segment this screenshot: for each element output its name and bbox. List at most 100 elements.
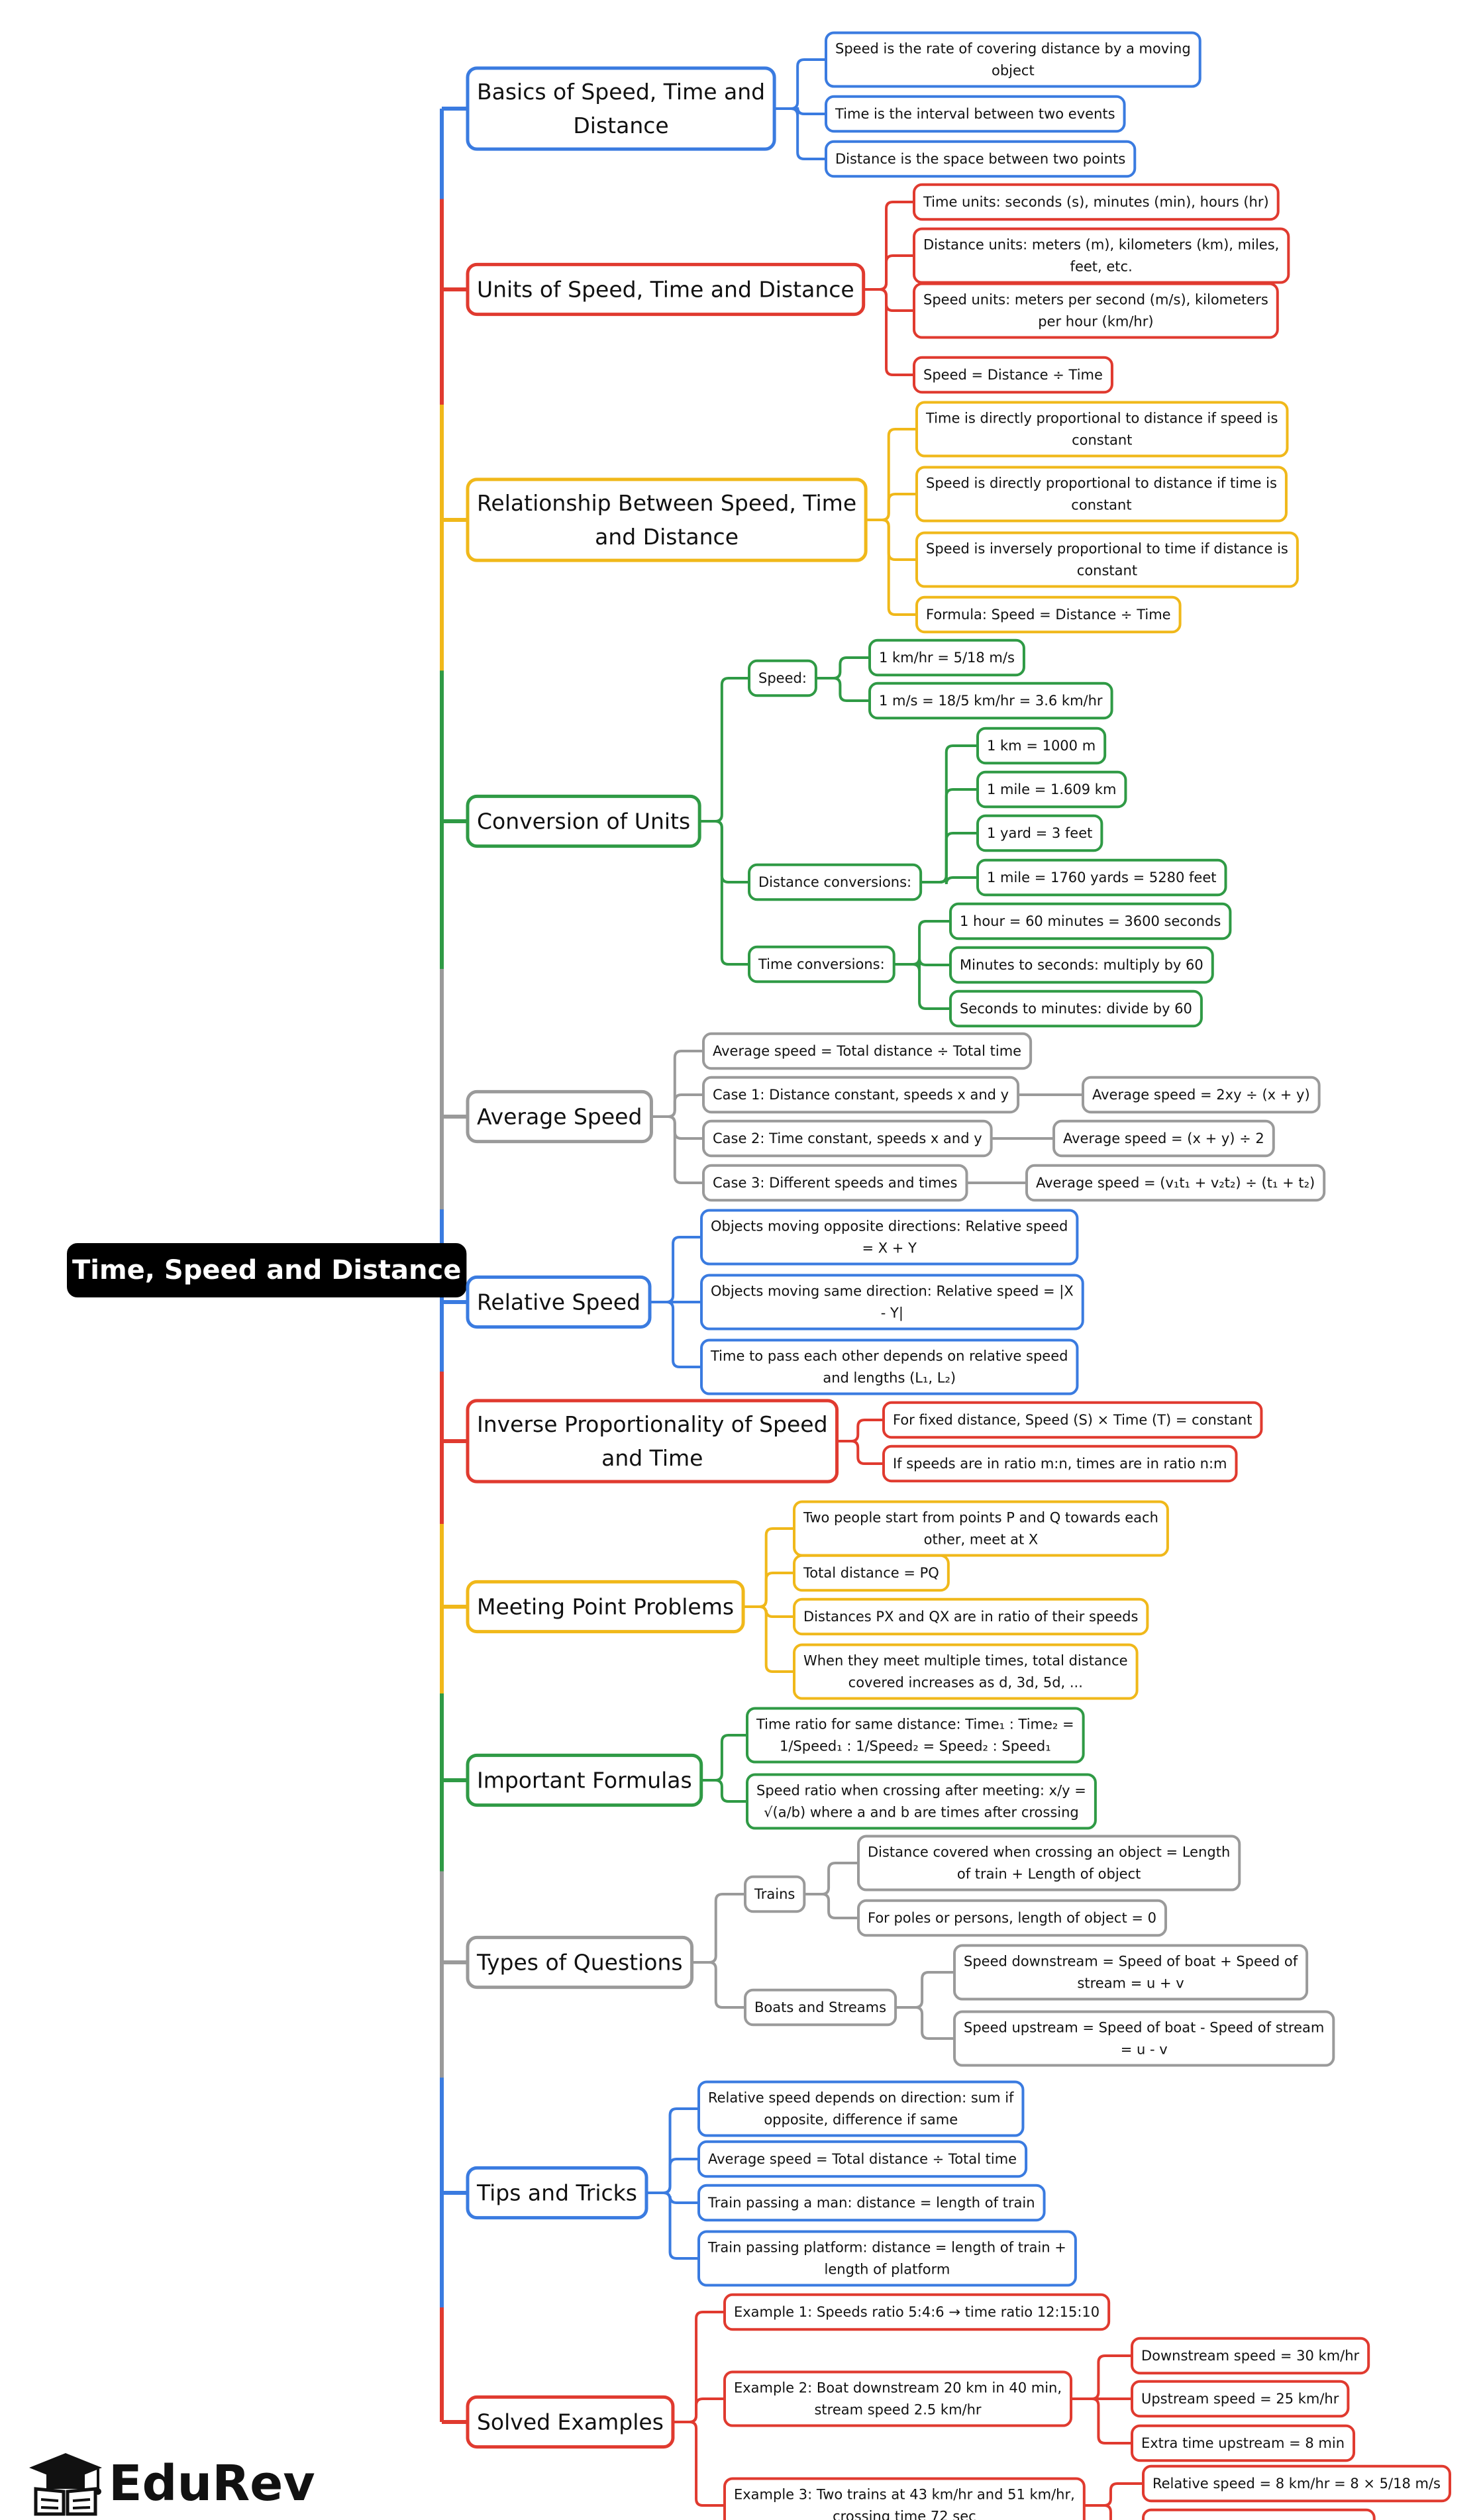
branch-relative-speed[interactable]: Relative Speed xyxy=(466,1275,652,1329)
branch-units-of-speed-time-and-distance[interactable]: Units of Speed, Time and Distance xyxy=(466,262,866,317)
leaf-1-yard-3-feet[interactable]: 1 yard = 3 feet xyxy=(976,814,1103,852)
connector-line xyxy=(743,1527,794,1608)
node-case-2-time-constant-speeds-x-and-y[interactable]: Case 2: Time constant, speeds x and y xyxy=(702,1119,993,1158)
node-two-people-start-from-points-p-and-q-towards-eac[interactable]: Two people start from points P and Q tow… xyxy=(793,1500,1169,1557)
leaf-speed-downstream-speed-of-boat-speed-of-stream-u[interactable]: Speed downstream = Speed of boat + Speed… xyxy=(953,1944,1309,2001)
node-time-ratio-for-same-distance-time-time-1-speed-1-text: Time ratio for same distance: Time₁ : Ti… xyxy=(756,1717,1074,1733)
leaf-distance-covered-when-crossing-an-object-length-[interactable]: Distance covered when crossing an object… xyxy=(857,1835,1241,1891)
node-formula-speed-distance-time[interactable]: Formula: Speed = Distance ÷ Time xyxy=(915,595,1182,634)
node-objects-moving-opposite-directions-relative-spee[interactable]: Objects moving opposite directions: Rela… xyxy=(700,1209,1079,1266)
branch-basics-of-speed-time-and-distance-text: Basics of Speed, Time and xyxy=(477,79,765,105)
node-speed-is-the-rate-of-covering-distance-by-a-movi-text: Speed is the rate of covering distance b… xyxy=(835,41,1191,57)
node-total-distance-pq[interactable]: Total distance = PQ xyxy=(793,1554,950,1592)
node-objects-moving-same-direction-relative-speed-x-y[interactable]: Objects moving same direction: Relative … xyxy=(700,1274,1084,1331)
connector-line xyxy=(743,1605,794,1673)
leaf-average-speed-v-t-v-t-t-t[interactable]: Average speed = (v₁t₁ + v₂t₂) ÷ (t₁ + t₂… xyxy=(1025,1164,1326,1202)
branch-important-formulas[interactable]: Important Formulas xyxy=(466,1753,703,1807)
node-relative-speed-depends-on-direction-sum-if-oppos-text: opposite, difference if same xyxy=(764,2111,958,2127)
node-objects-moving-same-direction-relative-speed-x-y-text: - Y| xyxy=(881,1305,903,1321)
leaf-1-m-s-18-5-km-hr-3-6-km-hr-text: 1 m/s = 18/5 km/hr = 3.6 km/hr xyxy=(879,693,1103,709)
node-distance-conversions[interactable]: Distance conversions: xyxy=(748,863,923,901)
leaf-upstream-speed-25-km-hr[interactable]: Upstream speed = 25 km/hr xyxy=(1131,2380,1350,2418)
connector-line xyxy=(863,201,914,291)
leaf-1-km-hr-5-18-m-s[interactable]: 1 km/hr = 5/18 m/s xyxy=(868,638,1025,677)
leaf-relative-speed-8-km-hr-8-5-18-m-s[interactable]: Relative speed = 8 km/hr = 8 × 5/18 m/s xyxy=(1142,2464,1451,2503)
node-distances-px-and-qx-are-in-ratio-of-their-speeds[interactable]: Distances PX and QX are in ratio of thei… xyxy=(793,1597,1149,1636)
leaf-1-mile-1-609-km[interactable]: 1 mile = 1.609 km xyxy=(976,770,1127,809)
branch-solved-examples[interactable]: Solved Examples xyxy=(466,2395,675,2449)
connector-line xyxy=(921,744,978,883)
branch-average-speed-text: Average Speed xyxy=(477,1104,642,1130)
node-train-passing-a-man-distance-length-of-train[interactable]: Train passing a man: distance = length o… xyxy=(697,2184,1046,2222)
branch-relative-speed-text: Relative Speed xyxy=(477,1289,640,1315)
node-speed-is-inversely-proportional-to-time-if-dista[interactable]: Speed is inversely proportional to time … xyxy=(915,531,1299,588)
node-objects-moving-opposite-directions-relative-spee-text: Objects moving opposite directions: Rela… xyxy=(711,1219,1068,1235)
node-speed-ratio-when-crossing-after-meeting-x-y-a-b-[interactable]: Speed ratio when crossing after meeting:… xyxy=(746,1773,1097,1830)
node-if-speeds-are-in-ratio-m-n-times-are-in-ratio-n-[interactable]: If speeds are in ratio m:n, times are in… xyxy=(882,1444,1238,1483)
node-relative-speed-depends-on-direction-sum-if-oppos[interactable]: Relative speed depends on direction: sum… xyxy=(697,2080,1025,2137)
node-when-they-meet-multiple-times-total-distance-cov[interactable]: When they meet multiple times, total dis… xyxy=(793,1643,1139,1700)
node-distance-units-meters-m-kilometers-km-miles-feet[interactable]: Distance units: meters (m), kilometers (… xyxy=(913,227,1290,284)
node-for-fixed-distance-speed-s-time-t-constant[interactable]: For fixed distance, Speed (S) × Time (T)… xyxy=(882,1401,1263,1439)
node-time-units-seconds-s-minutes-min-hours-hr[interactable]: Time units: seconds (s), minutes (min), … xyxy=(913,183,1280,221)
branch-types-of-questions[interactable]: Types of Questions xyxy=(466,1935,694,1990)
leaf-speed-upstream-speed-of-boat-speed-of-stream-u-v[interactable]: Speed upstream = Speed of boat - Speed o… xyxy=(953,2010,1335,2067)
node-example-3-two-trains-at-43-km-hr-and-51-km-hr-cr-text: crossing time 72 sec xyxy=(833,2508,976,2520)
leaf-for-poles-or-persons-length-of-object-0[interactable]: For poles or persons, length of object =… xyxy=(857,1899,1168,1937)
node-average-speed-total-distance-total-time[interactable]: Average speed = Total distance ÷ Total t… xyxy=(697,2140,1028,2178)
node-boats-and-streams[interactable]: Boats and Streams xyxy=(744,1988,897,2027)
node-train-passing-platform-distance-length-of-train-[interactable]: Train passing platform: distance = lengt… xyxy=(697,2230,1077,2287)
branch-conversion-of-units[interactable]: Conversion of Units xyxy=(466,794,701,848)
connector-line xyxy=(651,1050,703,1118)
leaf-average-speed-2xy-x-y[interactable]: Average speed = 2xy ÷ (x + y) xyxy=(1082,1076,1321,1114)
node-time-is-directly-proportional-to-distance-if-spe[interactable]: Time is directly proportional to distanc… xyxy=(915,401,1289,458)
node-speed-distance-time-text: Speed = Distance ÷ Time xyxy=(923,367,1103,383)
node-trains[interactable]: Trains xyxy=(744,1875,806,1913)
connector-line xyxy=(651,1115,703,1140)
node-speed-distance-time[interactable]: Speed = Distance ÷ Time xyxy=(913,356,1113,394)
leaf-minutes-to-seconds-multiply-by-60[interactable]: Minutes to seconds: multiply by 60 xyxy=(949,946,1214,984)
node-average-speed-total-distance-total-time[interactable]: Average speed = Total distance ÷ Total t… xyxy=(702,1032,1033,1070)
leaf-downstream-speed-30-km-hr[interactable]: Downstream speed = 30 km/hr xyxy=(1131,2337,1370,2375)
node-time-to-pass-each-other-depends-on-relative-spee[interactable]: Time to pass each other depends on relat… xyxy=(700,1338,1079,1395)
leaf-seconds-to-minutes-divide-by-60[interactable]: Seconds to minutes: divide by 60 xyxy=(949,989,1203,1028)
root-node-title[interactable]: Time, Speed and Distance xyxy=(67,1243,467,1297)
leaf-1-mile-1760-yards-5280-feet[interactable]: 1 mile = 1760 yards = 5280 feet xyxy=(976,858,1227,897)
leaf-average-speed-x-y-2[interactable]: Average speed = (x + y) ÷ 2 xyxy=(1052,1119,1275,1158)
node-speed[interactable]: Speed: xyxy=(748,659,817,697)
node-example-3-two-trains-at-43-km-hr-and-51-km-hr-cr[interactable]: Example 3: Two trains at 43 km/hr and 51… xyxy=(723,2477,1086,2520)
branch-meeting-point-problems[interactable]: Meeting Point Problems xyxy=(466,1580,745,1634)
node-time-ratio-for-same-distance-time-time-1-speed-1[interactable]: Time ratio for same distance: Time₁ : Ti… xyxy=(746,1707,1085,1764)
node-case-3-different-speeds-and-times[interactable]: Case 3: Different speeds and times xyxy=(702,1164,968,1202)
connector-line xyxy=(646,2192,699,2204)
leaf-1-hour-60-minutes-3600-seconds[interactable]: 1 hour = 60 minutes = 3600 seconds xyxy=(949,902,1232,940)
branch-important-formulas-text: Important Formulas xyxy=(477,1768,692,1793)
node-speed-text: Speed: xyxy=(758,670,807,686)
node-example-2-boat-downstream-20-km-in-40-min-stream[interactable]: Example 2: Boat downstream 20 km in 40 m… xyxy=(723,2370,1073,2427)
connector-line xyxy=(863,288,914,376)
node-example-1-speeds-ratio-5-4-6-time-ratio-12-15-10[interactable]: Example 1: Speeds ratio 5:4:6 → time rat… xyxy=(723,2293,1111,2331)
node-speed-units-meters-per-second-m-s-kilometers-per[interactable]: Speed units: meters per second (m/s), ki… xyxy=(913,282,1279,339)
leaf-extra-time-upstream-8-min[interactable]: Extra time upstream = 8 min xyxy=(1131,2424,1356,2462)
connector-line xyxy=(895,2006,954,2040)
node-speed-is-the-rate-of-covering-distance-by-a-movi[interactable]: Speed is the rate of covering distance b… xyxy=(825,31,1202,88)
leaf-length-of-faster-train-160-m[interactable]: Length of faster train = 160 m xyxy=(1142,2508,1376,2520)
leaf-distance-covered-when-crossing-an-object-length--text: Distance covered when crossing an object… xyxy=(868,1844,1230,1860)
node-time-is-the-interval-between-two-events[interactable]: Time is the interval between two events xyxy=(825,95,1126,133)
node-distances-px-and-qx-are-in-ratio-of-their-speeds-text: Distances PX and QX are in ratio of thei… xyxy=(803,1609,1138,1625)
leaf-1-km-1000-m[interactable]: 1 km = 1000 m xyxy=(976,727,1107,765)
connector-line xyxy=(699,677,749,823)
branch-tips-and-tricks[interactable]: Tips and Tricks xyxy=(466,2166,648,2220)
branch-average-speed[interactable]: Average Speed xyxy=(466,1089,653,1144)
node-case-1-distance-constant-speeds-x-and-y-text: Case 1: Distance constant, speeds x and … xyxy=(713,1087,1009,1103)
node-case-1-distance-constant-speeds-x-and-y[interactable]: Case 1: Distance constant, speeds x and … xyxy=(702,1076,1020,1114)
node-distance-is-the-space-between-two-points[interactable]: Distance is the space between two points xyxy=(825,140,1137,178)
leaf-speed-upstream-speed-of-boat-speed-of-stream-u-v-text: = u - v xyxy=(1121,2041,1168,2057)
leaf-1-m-s-18-5-km-hr-3-6-km-hr[interactable]: 1 m/s = 18/5 km/hr = 3.6 km/hr xyxy=(868,681,1113,720)
node-speed-ratio-when-crossing-after-meeting-x-y-a-b--text: √(a/b) where a and b are times after cro… xyxy=(764,1804,1079,1820)
node-speed-is-directly-proportional-to-distance-if-ti[interactable]: Speed is directly proportional to distan… xyxy=(915,466,1288,523)
node-time-conversions[interactable]: Time conversions: xyxy=(748,945,895,983)
